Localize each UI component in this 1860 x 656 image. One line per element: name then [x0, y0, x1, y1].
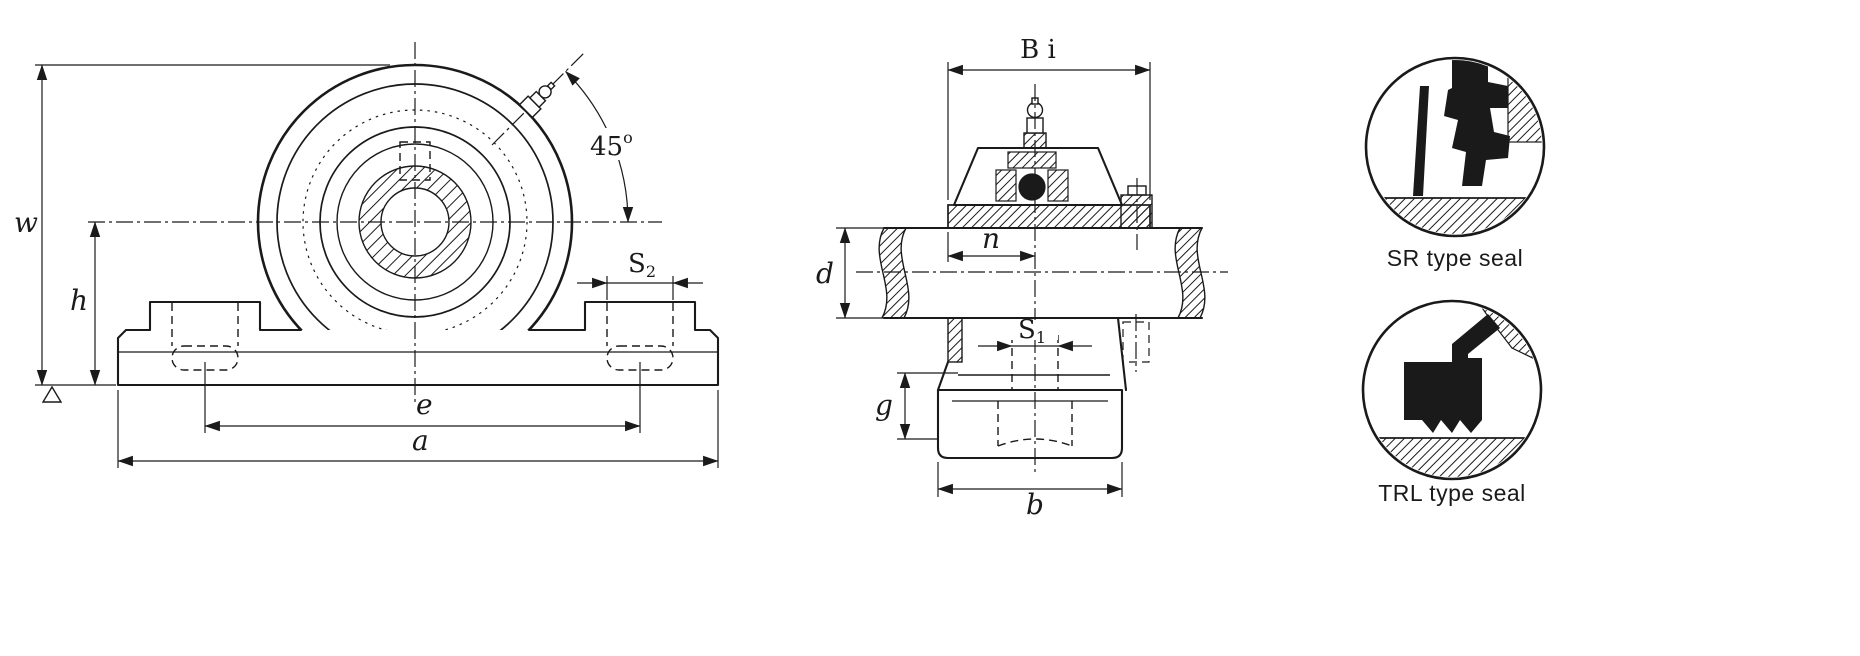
trl-seal-detail: TRL type seal	[1361, 299, 1543, 506]
centerlines-side	[856, 84, 1228, 472]
setscrew-side	[1120, 178, 1153, 372]
dimension-e: e	[204, 362, 641, 433]
dim-label-d: d	[816, 257, 834, 290]
dimension-d: d	[816, 227, 884, 319]
trl-seal-label: TRL type seal	[1378, 480, 1526, 506]
dim-label-g: g	[875, 389, 893, 422]
dimension-w: w	[14, 64, 390, 386]
dim-label-angle: 45o	[590, 128, 633, 162]
dimension-s2: S2	[577, 249, 703, 300]
grease-fitting-front	[491, 50, 587, 146]
bearing-cap-section	[952, 146, 1124, 207]
dimension-n: n	[947, 222, 1036, 262]
datum-triangle	[41, 385, 63, 403]
base-front	[116, 300, 720, 387]
side-view: B i n d S1 g	[816, 35, 1228, 521]
sr-seal-profile	[1444, 60, 1510, 186]
dimension-bi: B i	[947, 35, 1151, 200]
ball-element	[1018, 173, 1046, 201]
dim-label-b: b	[1026, 488, 1044, 521]
angle-dimension: 45o	[565, 70, 640, 223]
sr-seal-label: SR type seal	[1387, 245, 1523, 271]
sr-slinger	[1413, 86, 1429, 196]
dimension-b: b	[937, 462, 1123, 521]
housing-seat-section	[947, 204, 1151, 229]
dimension-g: g	[875, 372, 958, 440]
dimension-a: a	[117, 390, 719, 468]
base-section	[936, 316, 1128, 460]
dim-label-s1: S1	[1018, 315, 1046, 347]
dimension-h: h	[70, 221, 101, 386]
trl-seal-profile	[1404, 314, 1500, 433]
dim-label-a: a	[412, 424, 429, 457]
bolt-slot-right	[606, 345, 674, 371]
setscrew-hidden-outline	[399, 141, 431, 181]
front-view: 45o w h e a	[14, 42, 720, 468]
dim-label-n: n	[982, 222, 1000, 255]
bolt-slot-left	[171, 345, 239, 371]
sr-seal-detail: SR type seal	[1364, 56, 1546, 271]
dim-label-s2: S2	[628, 249, 656, 281]
dim-label-w: w	[14, 206, 38, 239]
dim-label-bi: B i	[1020, 35, 1056, 65]
dim-label-e: e	[416, 388, 433, 421]
shaft	[878, 226, 1206, 320]
dimension-s1: S1	[978, 315, 1092, 352]
dim-label-h: h	[70, 284, 88, 317]
